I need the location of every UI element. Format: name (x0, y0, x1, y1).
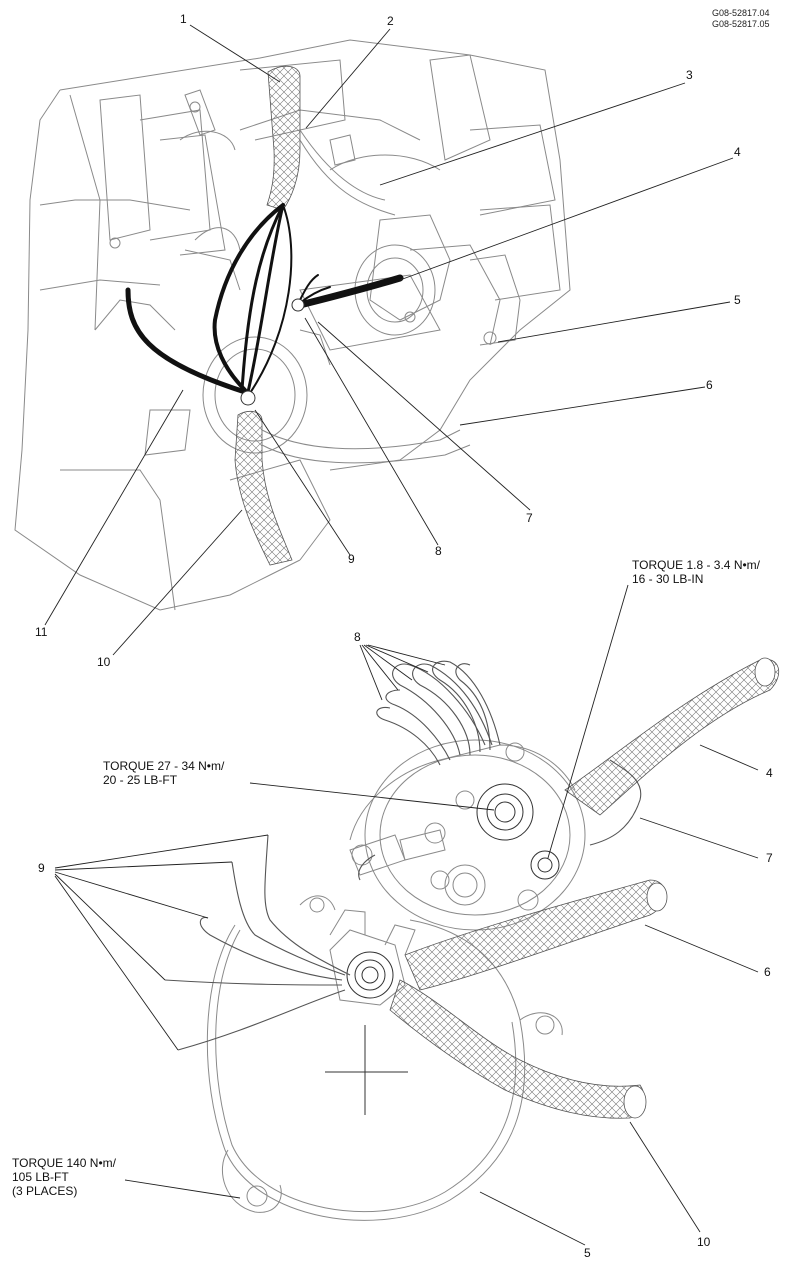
callout-5-detail: 5 (584, 1246, 591, 1260)
callout-11-top: 11 (35, 625, 48, 639)
callout-1-top: 1 (180, 12, 187, 26)
callout-7-detail: 7 (766, 851, 773, 865)
callout-7-top: 7 (526, 511, 533, 525)
callout-2-top: 2 (387, 14, 394, 28)
torque-spec-mount-line3: (3 PLACES) (12, 1184, 78, 1198)
callout-5-top: 5 (734, 293, 741, 307)
callout-3-top: 3 (686, 68, 693, 82)
callout-6-detail: 6 (764, 965, 771, 979)
leader-lines-detail (54, 584, 759, 1246)
torque-spec-battery-nut: TORQUE 27 - 34 N•m/ 20 - 25 LB-FT (103, 759, 224, 787)
engine-block-outline (14, 39, 571, 611)
callout-8-detail: 8 (354, 630, 361, 644)
callout-8-top: 8 (435, 544, 442, 558)
hoses-detail (389, 657, 780, 1119)
callout-4-detail: 4 (766, 766, 773, 780)
callout-10-top: 10 (97, 655, 111, 669)
leader-lines-top (44, 24, 734, 656)
hoses-top (234, 65, 471, 566)
callout-9-detail: 9 (38, 861, 45, 875)
torque-spec-mount-line1: TORQUE 140 N•m/ (12, 1156, 117, 1170)
wire-bundle-detail (164, 660, 642, 1051)
torque-spec-battery-line2: 20 - 25 LB-FT (103, 773, 178, 787)
torque-spec-mount-bolts: TORQUE 140 N•m/ 105 LB-FT (3 PLACES) (12, 1156, 116, 1198)
figure-ref-2: G08-52817.05 (712, 19, 770, 29)
callout-4-top: 4 (734, 145, 741, 159)
figure-ref-1: G08-52817.04 (712, 8, 770, 18)
torque-spec-battery-line1: TORQUE 27 - 34 N•m/ (103, 759, 225, 773)
torque-spec-terminal-line1: TORQUE 1.8 - 3.4 N•m/ (632, 558, 761, 572)
torque-spec-mount-line2: 105 LB-FT (12, 1170, 69, 1184)
callout-9-top: 9 (348, 552, 355, 566)
torque-spec-terminal-nut: TORQUE 1.8 - 3.4 N•m/ 16 - 30 LB-IN (632, 558, 760, 586)
callout-6-top: 6 (706, 378, 713, 392)
starter-motor-detail (206, 739, 586, 1221)
callout-10-detail: 10 (697, 1235, 711, 1249)
torque-spec-terminal-line2: 16 - 30 LB-IN (632, 572, 704, 586)
battery-cables-top (125, 203, 404, 406)
